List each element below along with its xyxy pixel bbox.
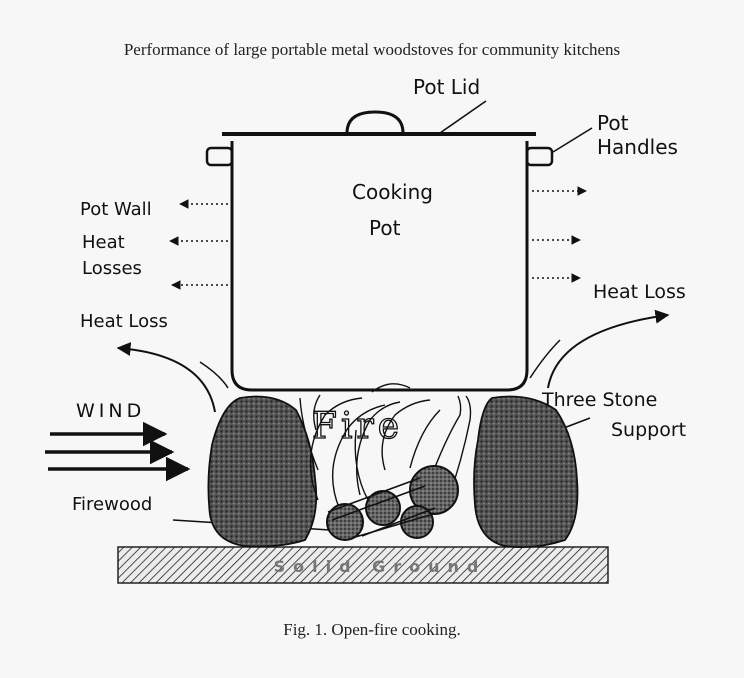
pot-lid-knob <box>345 110 405 134</box>
pot-lid-pointer <box>439 100 487 134</box>
heat-losses-label-line1: Heat <box>82 232 125 253</box>
heat-loss-curve-left-inner <box>199 361 229 389</box>
firewood-log-4 <box>400 505 434 539</box>
heat-loss-curve-right <box>547 309 670 389</box>
cooking-pot-label-line2: Pot <box>369 216 401 240</box>
support-stone-left <box>207 395 318 548</box>
pot-handles-label-line1: Pot <box>597 111 629 135</box>
pot-wall-label: Pot Wall <box>80 199 152 220</box>
support-stone-right <box>473 395 579 549</box>
flames <box>299 383 472 511</box>
figure-caption: Fig. 1. Open-fire cooking. <box>283 620 461 639</box>
heat-loss-curve-right-inner <box>529 339 561 379</box>
fire-label: Fire <box>312 406 403 447</box>
pot-lid-label: Pot Lid <box>413 75 481 99</box>
three-stone-support-label-line2: Support <box>611 419 687 441</box>
firewood-log-1 <box>409 465 459 515</box>
figure-title: Performance of large portable metal wood… <box>123 40 621 59</box>
heat-losses-label-line2: Losses <box>82 258 142 279</box>
pot-handles-label-line2: Handles <box>597 135 678 159</box>
pot-handle-right <box>525 146 554 167</box>
firewood-log-2 <box>326 503 364 541</box>
cooking-pot <box>230 141 529 392</box>
firewood-sticks <box>327 477 436 539</box>
solid-ground <box>117 546 609 584</box>
ground-label: Solid Ground <box>274 557 487 576</box>
pot-handle-left <box>205 146 234 167</box>
heat-loss-curve-left <box>116 342 216 413</box>
firewood-label: Firewood <box>72 494 153 515</box>
wind-label: WIND <box>76 400 146 422</box>
pot-handles-pointer <box>552 127 593 153</box>
heat-loss-right-label: Heat Loss <box>593 281 686 303</box>
cooking-pot-label-line1: Cooking <box>352 180 433 204</box>
heat-loss-left-label: Heat Loss <box>80 311 168 332</box>
three-stone-support-label-line1: Three Stone <box>542 389 658 411</box>
